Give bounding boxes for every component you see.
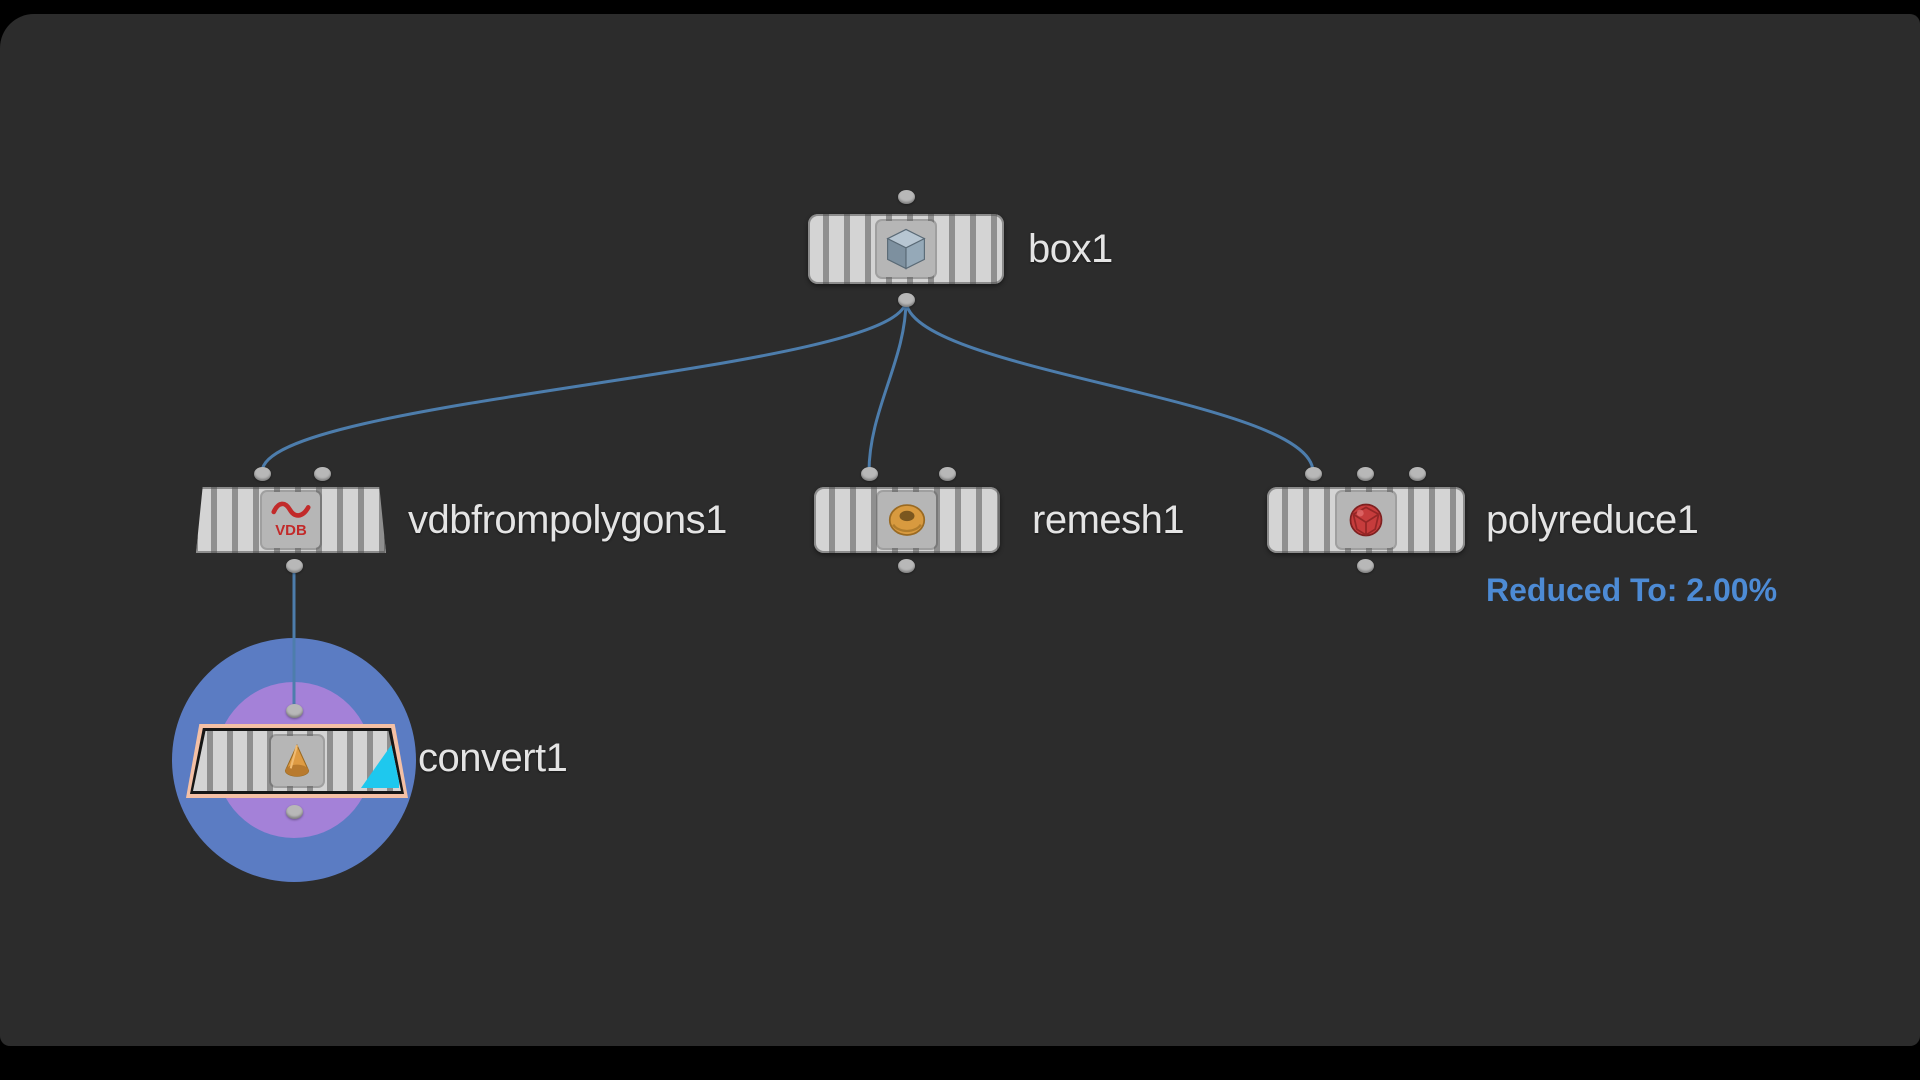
red-sphere-icon [1337, 492, 1395, 548]
node-remesh1-input-pin-2[interactable] [939, 467, 956, 481]
vdb-icon-text: VDB [275, 522, 307, 539]
node-label-vdbfrompolygons1: vdbfrompolygons1 [408, 498, 727, 542]
node-box1[interactable] [808, 214, 1004, 284]
node-remesh1-input-pin-1[interactable] [861, 467, 878, 481]
node-wires [260, 298, 1315, 711]
vdb-icon: VDB [262, 492, 320, 548]
window-frame-top [0, 0, 1920, 14]
node-polyreduce1-output-pin[interactable] [1357, 559, 1374, 573]
node-polyreduce1[interactable] [1267, 487, 1465, 553]
wire-box1-vdbfrompolygons1[interactable] [260, 298, 908, 474]
cone-icon [271, 736, 323, 786]
node-polyreduce1-input-pin-2[interactable] [1357, 467, 1374, 481]
display-flag[interactable] [361, 734, 399, 788]
wire-box1-polyreduce1[interactable] [904, 298, 1315, 474]
node-remesh1-output-pin[interactable] [898, 559, 915, 573]
window-frame-bottom [0, 1046, 1920, 1080]
node-label-remesh1: remesh1 [1032, 498, 1185, 542]
node-vdbfrompolygons1-input-pin-2[interactable] [314, 467, 331, 481]
node-convert1-output-pin[interactable] [286, 805, 303, 819]
node-box1-output-pin[interactable] [898, 293, 915, 307]
node-polyreduce1-input-pin-1[interactable] [1305, 467, 1322, 481]
node-convert1-border [190, 728, 404, 794]
polyreduce-info-badge: Reduced To: 2.00% [1486, 572, 1778, 608]
node-vdbfrompolygons1-input-pin-1[interactable] [254, 467, 271, 481]
node-remesh1[interactable] [814, 487, 1000, 553]
node-box1-input-pin[interactable] [898, 190, 915, 204]
node-vdbfrompolygons1[interactable]: VDB [196, 487, 386, 553]
node-polyreduce1-input-pin-3[interactable] [1409, 467, 1426, 481]
node-convert1[interactable] [186, 724, 408, 798]
network-canvas[interactable]: box1 VDB vdbfrompolygons1 [0, 14, 1920, 1046]
node-convert1-input-pin[interactable] [286, 704, 303, 718]
wire-box1-remesh1[interactable] [867, 298, 908, 474]
node-convert1-body [193, 731, 401, 791]
node-label-box1: box1 [1028, 227, 1113, 271]
node-label-convert1: convert1 [418, 736, 568, 780]
torus-icon [878, 492, 936, 548]
node-label-polyreduce1: polyreduce1 [1486, 498, 1699, 542]
cube-icon [877, 221, 935, 277]
node-vdbfrompolygons1-output-pin[interactable] [286, 559, 303, 573]
